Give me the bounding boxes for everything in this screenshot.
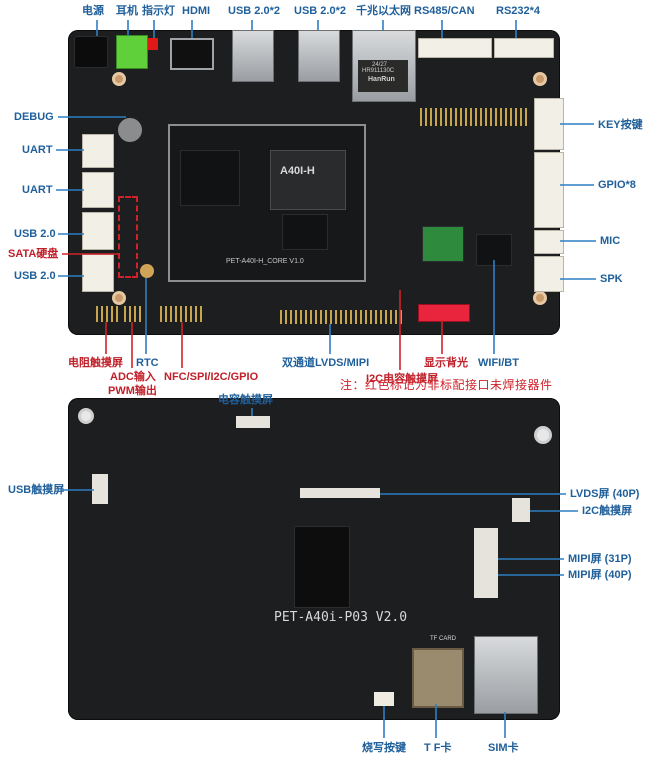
label-rs485-can: RS485/CAN (414, 5, 475, 17)
mount-hole-bot-tl (78, 408, 94, 424)
lvds-40p-connector (300, 488, 380, 498)
usb-port-stack-1 (232, 30, 274, 82)
mipi-connector (474, 528, 498, 598)
label-capacitive-touch: 电容触摸屏 (218, 394, 273, 406)
label-lvds-40p: LVDS屏 (40P) (570, 488, 640, 500)
wifi-module (422, 226, 464, 262)
label-usb20x2-b: USB 2.0*2 (294, 5, 346, 17)
label-hdmi: HDMI (182, 5, 211, 17)
label-uart-2: UART (22, 184, 53, 196)
label-pwm: PWM输出 (108, 385, 157, 397)
mic-connector (534, 230, 564, 254)
label-earphone: 耳机 (116, 5, 138, 17)
usb-touch-connector (92, 474, 108, 504)
power-jack (74, 36, 108, 68)
usb-port-stack-2 (298, 30, 340, 82)
indicator-led (148, 38, 158, 50)
rtc-battery (140, 264, 154, 278)
dram-chip-1 (180, 150, 240, 206)
label-usb20-1: USB 2.0 (14, 228, 56, 240)
label-rtc: RTC (136, 357, 159, 369)
label-usb20x2-a: USB 2.0*2 (228, 5, 280, 17)
ethernet-chip (358, 60, 408, 92)
uart-connector-2 (82, 172, 114, 208)
label-gpio: GPIO*8 (598, 179, 636, 191)
label-adc: ADC输入 (110, 371, 156, 383)
mount-hole-top-left (112, 291, 126, 305)
label-rs232x4: RS232*4 (496, 5, 541, 17)
backlight-connector (418, 304, 470, 322)
board-silk: PET-A40i-P03 V2.0 (274, 610, 408, 625)
earphone-jack (116, 35, 148, 69)
nfc-header (160, 306, 204, 322)
label-wifi: WIFI/BT (478, 357, 519, 369)
mount-hole-top-right (533, 291, 547, 305)
eth-silk-2: 24/27 (372, 62, 388, 68)
label-key: KEY按键 (598, 119, 643, 131)
label-nfc: NFC/SPI/I2C/GPIO (164, 371, 259, 383)
bottom-soc-pad (294, 526, 350, 608)
usb-connector-1 (82, 212, 114, 250)
label-lvds-mipi: 双通道LVDS/MIPI (282, 357, 370, 369)
core-silk: PET-A40I-H_CORE V1.0 (226, 258, 304, 265)
adc-header (124, 306, 144, 322)
label-debug: DEBUG (14, 111, 54, 123)
label-gigabit-ethernet: 千兆以太网 (356, 5, 411, 17)
label-indicator: 指示灯 (142, 5, 175, 17)
mount-hole-bot-tr (534, 426, 552, 444)
label-usb-touch: USB触摸屏 (8, 484, 65, 496)
eth-silk-3: HanRun (368, 76, 395, 83)
label-i2c-touch-screen: I2C触摸屏 (582, 505, 633, 517)
uart-connector-1 (82, 134, 114, 168)
label-spk: SPK (600, 273, 623, 285)
mount-hole-top-right-upper (533, 72, 547, 86)
label-burn-key: 烧写按键 (362, 742, 406, 754)
label-mipi-40p: MIPI屏 (40P) (568, 569, 632, 581)
label-mic: MIC (600, 235, 621, 247)
eth-silk-1: HR911130C (362, 68, 395, 74)
label-backlight: 显示背光 (424, 357, 468, 369)
label-mipi-31p: MIPI屏 (31P) (568, 553, 632, 565)
label-power: 电源 (82, 5, 104, 17)
sata-header (118, 196, 138, 278)
mount-hole-top-left-upper (112, 72, 126, 86)
lvds-header (280, 310, 404, 324)
gpio-connector (534, 152, 564, 228)
rs485-connector (418, 38, 492, 58)
burn-key-button (374, 692, 394, 706)
note-text: 注：红色标记为非标配接口未焊接器件 (340, 378, 553, 392)
dram-chip-2 (282, 214, 328, 250)
label-i2c-touch: I2C电容触摸屏 (366, 373, 439, 385)
rs232-connector (494, 38, 554, 58)
debug-battery (118, 118, 142, 142)
resistive-header (96, 306, 118, 322)
soc-silk: A40I-H (280, 165, 315, 177)
tf-card-silk: TF CARD (430, 636, 456, 642)
label-uart-1: UART (22, 144, 53, 156)
m2-slot (420, 108, 530, 126)
label-usb20-2: USB 2.0 (14, 270, 56, 282)
cap-touch-connector (236, 416, 270, 428)
label-tf-card: T F卡 (424, 742, 452, 754)
soc-chip (270, 150, 346, 210)
i2c-touch-connector (512, 498, 530, 522)
label-sim-card: SIM卡 (488, 742, 519, 754)
label-sata: SATA硬盘 (8, 248, 59, 260)
tf-card-slot (412, 648, 464, 708)
spk-connector (534, 256, 564, 292)
hdmi-port (170, 38, 214, 70)
sim-card-slot (474, 636, 538, 714)
label-resistive-touch: 电阻触摸屏 (68, 357, 123, 369)
